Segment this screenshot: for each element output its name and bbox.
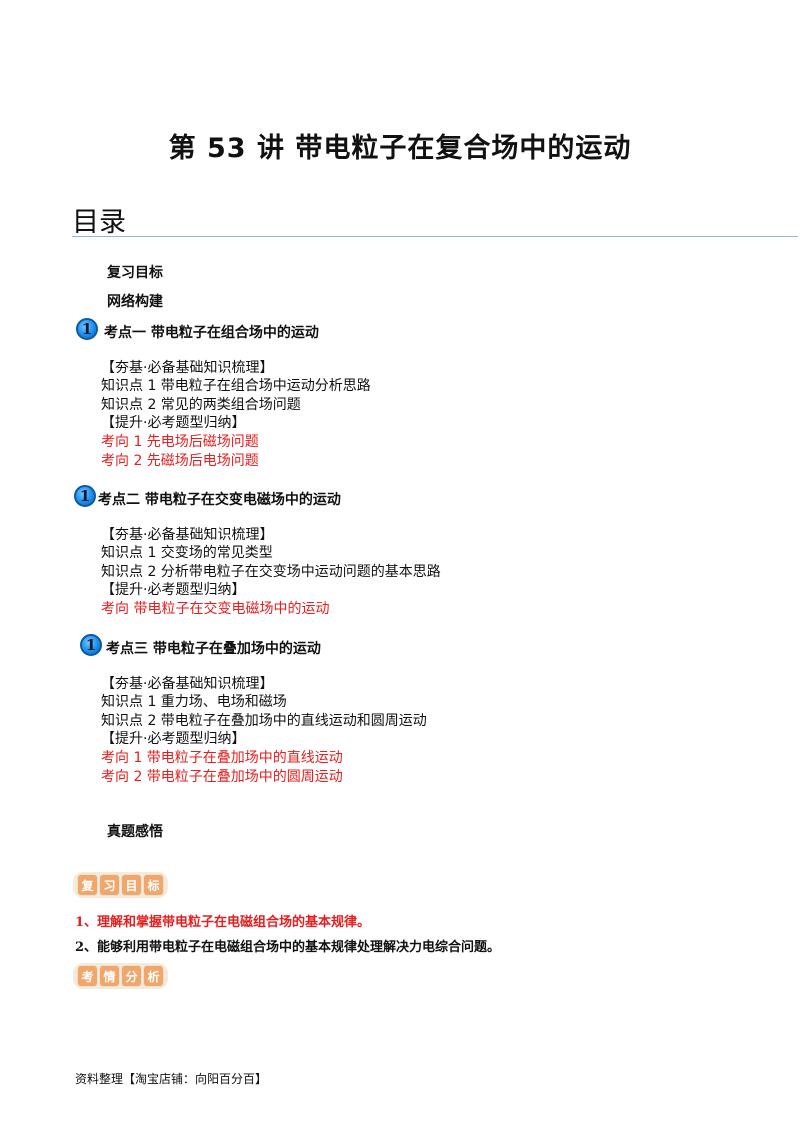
tag-char: 习 [99, 874, 120, 896]
toc-heading: 目录 [72, 207, 126, 238]
toc-kp3-item-4[interactable]: 【提升·必考题型归纳】 [101, 731, 246, 747]
toc-kp2-item-1[interactable]: 【夯基·必备基础知识梳理】 [101, 527, 274, 543]
toc-kp1-item-4[interactable]: 【提升·必考题型归纳】 [101, 415, 246, 431]
tag-char: 析 [143, 965, 164, 987]
toc-kp3-direction-1[interactable]: 考向 1 带电粒子在叠加场中的直线运动 [101, 750, 343, 766]
toc-kp2-item-2[interactable]: 知识点 1 交变场的常见类型 [101, 545, 273, 561]
exam-analysis-tag: 考 情 分 析 [73, 963, 168, 989]
toc-kp2-direction-1[interactable]: 考向 带电粒子在交变电磁场中的运动 [101, 601, 330, 617]
toc-kp1-title[interactable]: 考点一 带电粒子在组合场中的运动 [104, 325, 319, 341]
toc-kp2-item-3[interactable]: 知识点 2 分析带电粒子在交变场中运动问题的基本思路 [101, 564, 441, 580]
toc-kp3-item-1[interactable]: 【夯基·必备基础知识梳理】 [101, 676, 274, 692]
page-title: 第 53 讲 带电粒子在复合场中的运动 [168, 133, 632, 164]
toc-kp2-title[interactable]: 考点二 带电粒子在交变电磁场中的运动 [98, 492, 341, 508]
toc-kp1-direction-2[interactable]: 考向 2 先磁场后电场问题 [101, 453, 259, 469]
toc-divider [72, 236, 798, 237]
tag-char: 复 [77, 874, 98, 896]
tag-char: 考 [77, 965, 98, 987]
toc-kp1-item-2[interactable]: 知识点 1 带电粒子在组合场中运动分析思路 [101, 378, 371, 394]
toc-kp3-direction-2[interactable]: 考向 2 带电粒子在叠加场中的圆周运动 [101, 769, 343, 785]
toc-kp1-item-1[interactable]: 【夯基·必备基础知识梳理】 [101, 360, 274, 376]
objective-2: 2、能够利用带电粒子在电磁组合场中的基本规律处理解决力电综合问题。 [75, 940, 501, 955]
number-badge-icon: 1 [80, 634, 102, 656]
number-badge-icon: 1 [76, 318, 98, 340]
tag-char: 标 [143, 874, 164, 896]
tag-char: 目 [121, 874, 142, 896]
toc-kp1-item-3[interactable]: 知识点 2 常见的两类组合场问题 [101, 397, 301, 413]
review-goals-tag: 复 习 目 标 [73, 872, 168, 898]
tag-char: 分 [121, 965, 142, 987]
toc-real-exam[interactable]: 真题感悟 [107, 824, 163, 840]
objective-1: 1、理解和掌握带电粒子在电磁组合场的基本规律。 [75, 915, 371, 930]
toc-kp3-title[interactable]: 考点三 带电粒子在叠加场中的运动 [106, 641, 321, 657]
footer-note: 资料整理【淘宝店铺：向阳百分百】 [75, 1072, 268, 1086]
tag-char: 情 [99, 965, 120, 987]
toc-kp2-item-4[interactable]: 【提升·必考题型归纳】 [101, 582, 246, 598]
number-badge-icon: 1 [74, 485, 96, 507]
toc-network[interactable]: 网络构建 [107, 294, 163, 310]
toc-review-goals[interactable]: 复习目标 [107, 265, 163, 281]
toc-kp3-item-2[interactable]: 知识点 1 重力场、电场和磁场 [101, 694, 287, 710]
toc-kp1-direction-1[interactable]: 考向 1 先电场后磁场问题 [101, 434, 259, 450]
toc-kp3-item-3[interactable]: 知识点 2 带电粒子在叠加场中的直线运动和圆周运动 [101, 713, 427, 729]
